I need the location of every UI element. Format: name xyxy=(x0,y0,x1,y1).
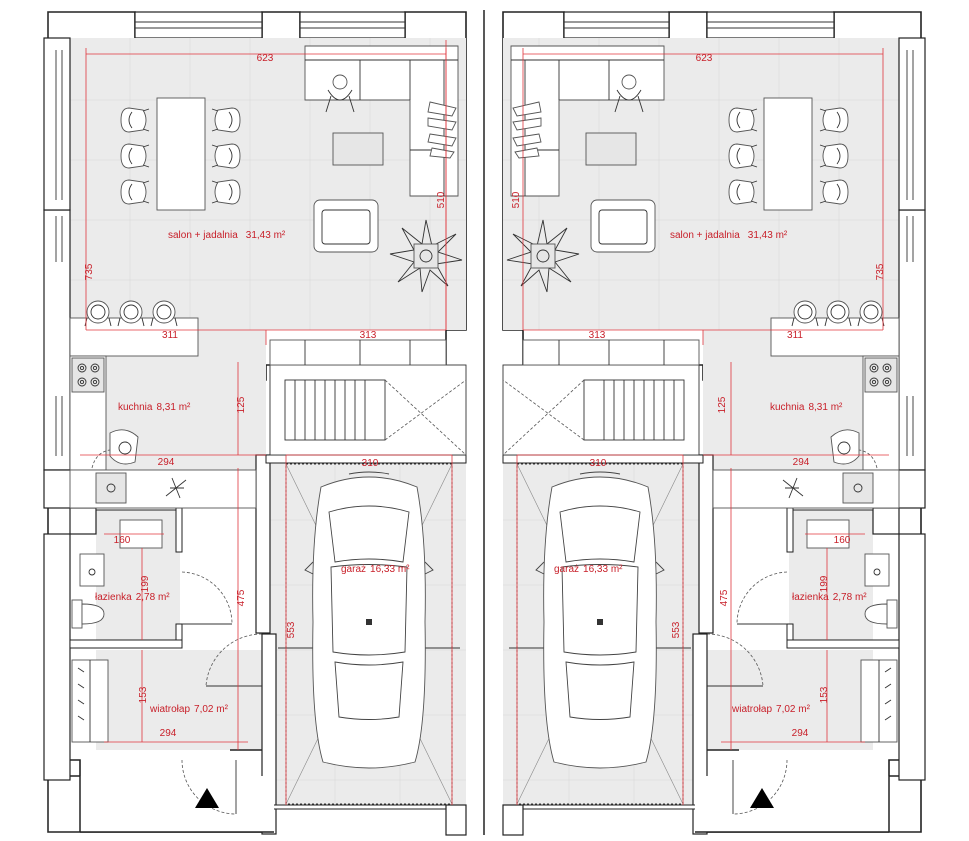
dim-garage-depth: 553 xyxy=(671,621,682,638)
unit-right-dimension-labels: 623 510 735 311 313 125 294 310 160 199 … xyxy=(511,53,886,739)
dim-bath-depth: 199 xyxy=(140,575,151,592)
unit-left-dimension-lines xyxy=(80,40,453,805)
dim-stair-depth: 125 xyxy=(717,396,728,413)
dim-kitchen-width: 311 xyxy=(787,330,803,341)
unit-left-kitchen xyxy=(69,300,257,509)
unit-left-vestibule xyxy=(71,633,263,815)
dim-garage-depth: 553 xyxy=(286,621,297,638)
unit-left-armchair xyxy=(313,199,379,253)
unit-right: 623 510 735 311 313 125 294 310 160 199 … xyxy=(502,11,926,836)
unit-left-inner-walls xyxy=(43,37,467,836)
dim-depth-left: 735 xyxy=(84,263,95,280)
unit-left-entrance-marker xyxy=(195,788,219,808)
dim-vestibule-depth: 153 xyxy=(819,686,830,703)
unit-left-dimension-labels: 623 510 735 311 313 125 294 310 160 199 … xyxy=(84,53,447,739)
dim-hall-depth: 475 xyxy=(719,589,730,606)
dim-garage-width: 310 xyxy=(362,458,379,469)
unit-left-stairs xyxy=(269,339,467,456)
dim-stair-width: 313 xyxy=(589,330,606,341)
unit-left-coffee-table xyxy=(332,132,384,166)
dim-bath-width: 160 xyxy=(834,535,851,546)
dim-kitchen-width: 311 xyxy=(162,330,178,341)
dim-depth-right: 735 xyxy=(875,263,886,280)
dim-bath-depth: 199 xyxy=(819,575,830,592)
unit-left: 623 510 735 311 313 125 294 310 160 199 … xyxy=(43,11,467,836)
dim-stair-width: 313 xyxy=(360,330,377,341)
dim-width-salon: 623 xyxy=(696,53,713,64)
dim-vestibule-width: 294 xyxy=(160,728,177,739)
unit-left-dining-set xyxy=(120,97,241,211)
dim-depth-salon: 510 xyxy=(511,191,522,208)
dim-vestibule-depth: 153 xyxy=(138,686,149,703)
dim-width-salon: 623 xyxy=(257,53,274,64)
unit-left-sofa xyxy=(304,45,459,197)
unit-right-entrance-marker xyxy=(750,788,774,808)
dim-vestibule-width: 294 xyxy=(792,728,809,739)
dim-bath-width: 160 xyxy=(114,535,131,546)
dim-hall-depth: 475 xyxy=(236,589,247,606)
dim-garage-width: 310 xyxy=(590,458,607,469)
dim-kitchen-depth: 294 xyxy=(793,457,810,468)
dim-depth-salon: 510 xyxy=(436,191,447,208)
dim-kitchen-depth: 294 xyxy=(158,457,175,468)
dim-stair-depth: 125 xyxy=(236,396,247,413)
